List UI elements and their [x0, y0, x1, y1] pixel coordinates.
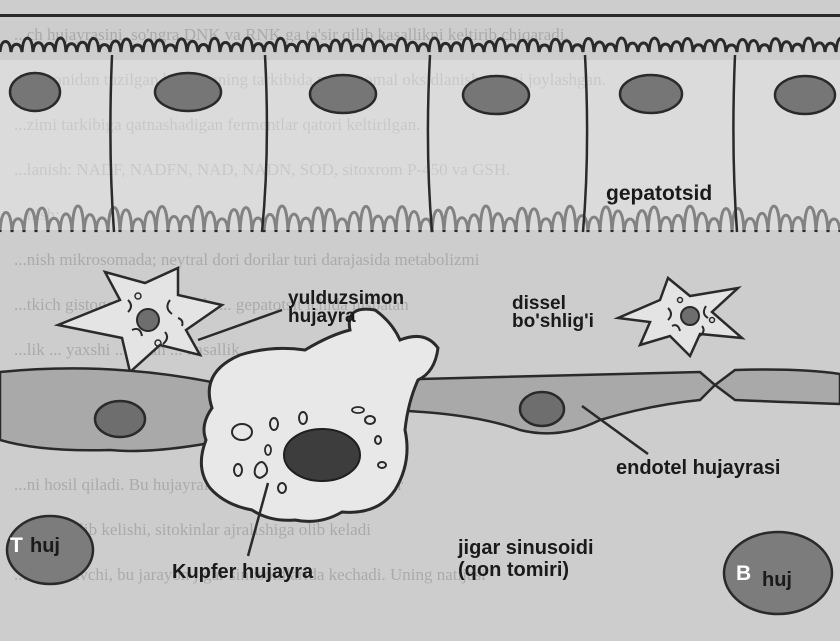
hepatocyte-nucleus [463, 76, 529, 114]
endothelial-nucleus [95, 401, 145, 437]
label-disse-line2: bo'shlig'i [512, 311, 594, 332]
endothelial-nucleus [520, 392, 564, 426]
hepatocyte-nucleus [10, 73, 60, 111]
label-sinusoid-line2: (qon tomiri) [458, 559, 569, 581]
label-kupffer: Kupfer hujayra [172, 561, 314, 583]
label-t-cell-word: huj [30, 535, 60, 557]
kupffer-nucleus [284, 429, 360, 481]
hepatocyte-layer [0, 38, 840, 232]
label-b-cell-word: huj [762, 569, 792, 591]
label-endothelial: endotel hujayrasi [616, 457, 781, 479]
hepatocyte-nucleus [775, 76, 835, 114]
label-stellate-line2: hujayra [288, 306, 356, 327]
bleed-through-line: ...nish mikrosomada; neytral dori dorila… [14, 250, 480, 269]
hepatocyte-nucleus [310, 75, 376, 113]
label-b-cell-letter: B [736, 562, 751, 585]
label-sinusoid-line1: jigar sinusoidi [457, 537, 594, 559]
hepatocyte-nucleus [155, 73, 221, 111]
hepatocyte-nucleus [620, 75, 682, 113]
label-t-cell-letter: T [10, 534, 23, 557]
label-hepatocyte: gepatotsid [606, 182, 712, 205]
top-border [0, 14, 840, 17]
hepatocyte-cytoplasm [0, 60, 840, 230]
